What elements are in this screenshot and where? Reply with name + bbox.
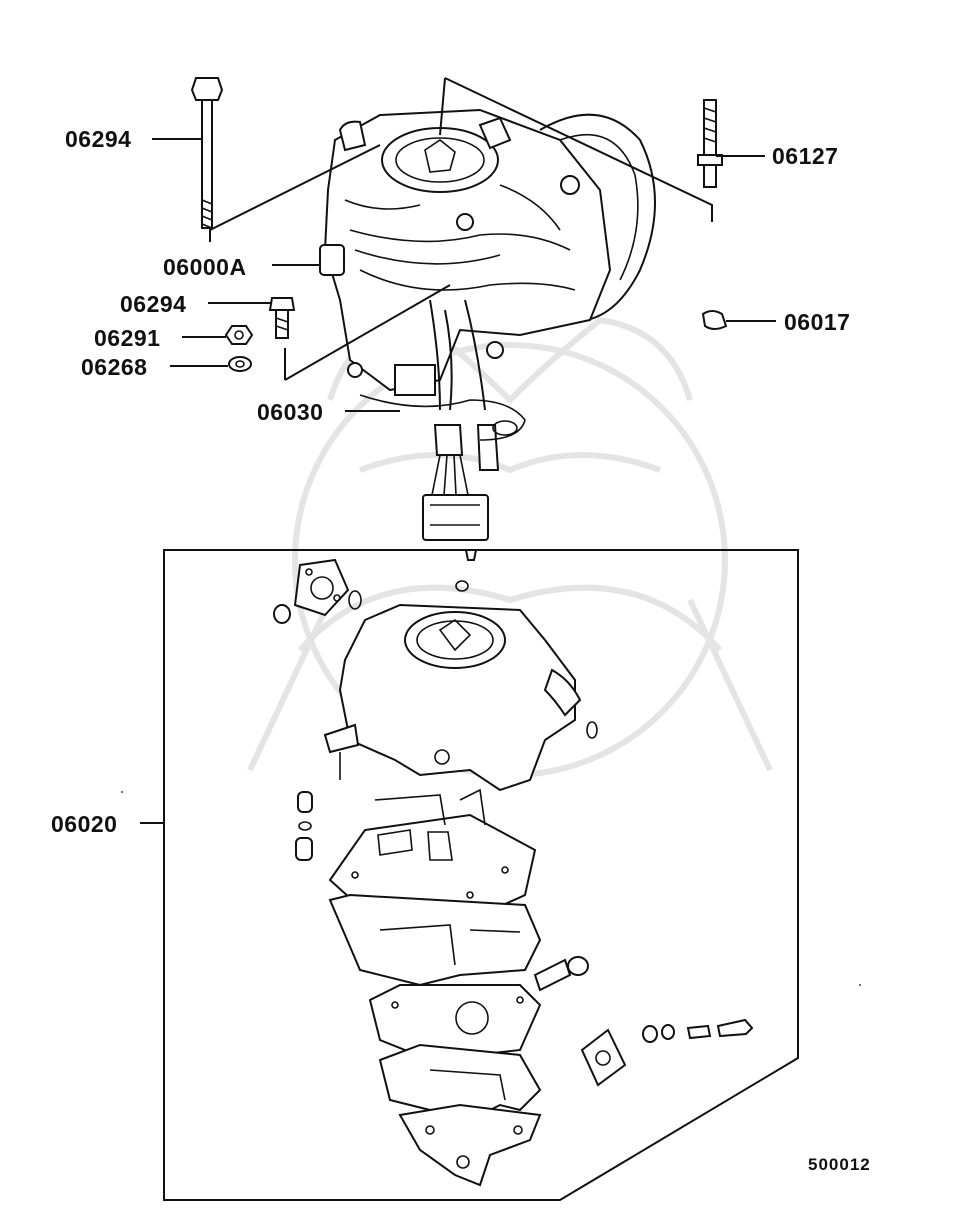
callout-06000a: 06000A [163, 254, 247, 280]
stray-dot [121, 791, 123, 793]
stray-dot [859, 984, 861, 986]
callout-06017: 06017 [784, 309, 850, 335]
callout-06030: 06030 [257, 399, 323, 425]
callout-06291: 06291 [94, 325, 160, 351]
exploded-kit-parts [273, 549, 754, 1187]
hex-nut [224, 325, 254, 345]
callout-06294-small-bolt: 06294 [120, 291, 186, 317]
leader-small-bolt [284, 284, 451, 381]
callout-06020: 06020 [51, 811, 117, 837]
drawing-code: 500012 [808, 1155, 871, 1174]
kit-frame [163, 549, 799, 1201]
leader-bolt-bottom [209, 144, 381, 242]
callout-06294-long-bolt: 06294 [65, 126, 131, 152]
leader-carb-left [439, 77, 446, 136]
lock-washer [228, 356, 252, 372]
carburetor-assembly [319, 108, 656, 541]
long-bolt [190, 77, 224, 229]
callout-06268: 06268 [81, 354, 147, 380]
callout-06127: 06127 [772, 143, 838, 169]
stud-bolt [697, 99, 723, 188]
small-bolt [268, 297, 296, 339]
plug [701, 310, 728, 330]
leader-carb-top [444, 77, 713, 222]
